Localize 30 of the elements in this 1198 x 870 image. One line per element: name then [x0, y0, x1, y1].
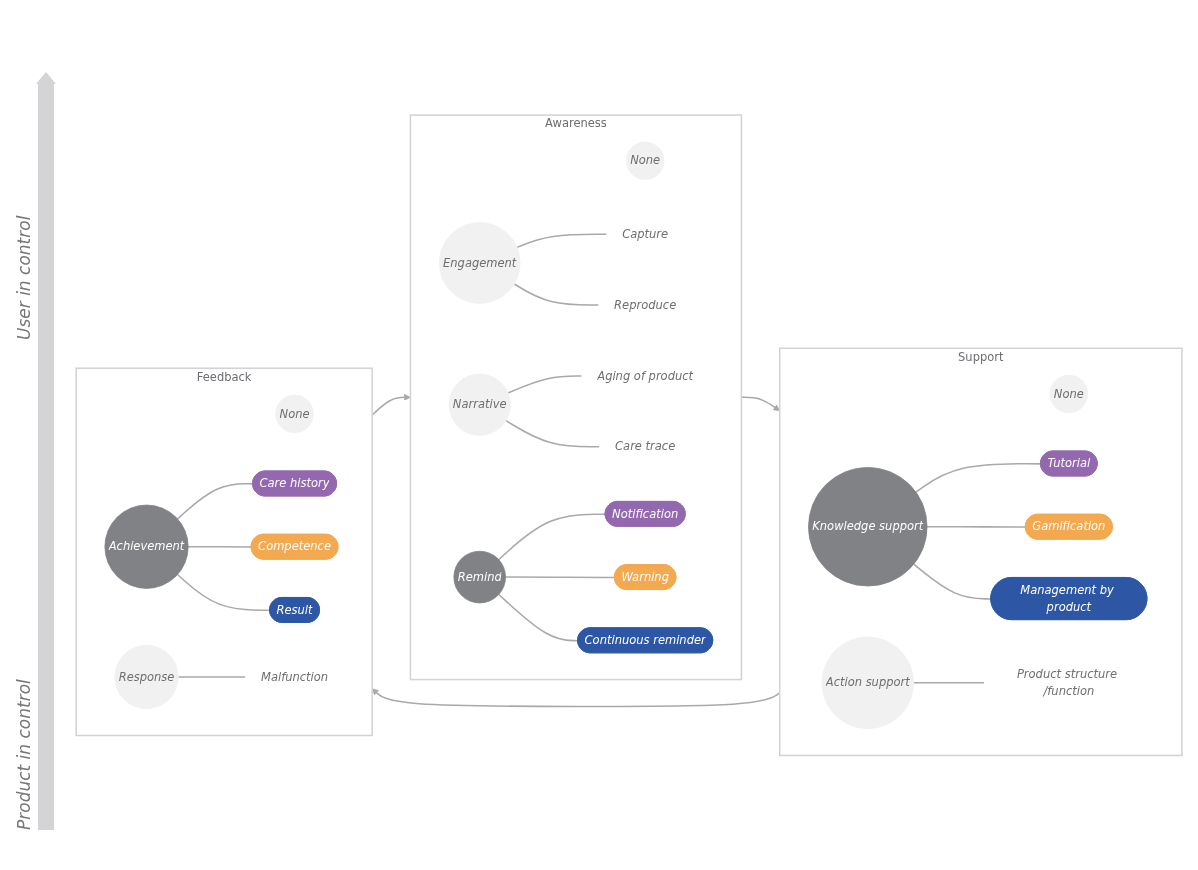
node-circle: Action support — [821, 636, 914, 729]
connector — [498, 513, 607, 561]
connector — [912, 563, 992, 600]
node-circle: Knowledge support — [808, 466, 928, 587]
node-text: Care trace — [615, 439, 676, 454]
connector — [504, 576, 616, 578]
connector — [507, 374, 583, 394]
connector — [516, 233, 608, 248]
connector — [177, 675, 247, 678]
node-circle: Narrative — [448, 373, 511, 436]
node-text: Capture — [622, 226, 669, 241]
node-text: Malfunction — [261, 669, 329, 684]
connector — [498, 593, 579, 642]
node-circle: Remind — [453, 550, 506, 603]
connector — [187, 545, 253, 548]
connector — [912, 681, 986, 684]
connector — [176, 482, 254, 520]
connector — [513, 282, 600, 306]
node-circle: Engagement — [438, 221, 521, 304]
node-text: Reproduce — [614, 297, 677, 312]
axis-label: Product in control — [14, 679, 34, 830]
connector — [926, 525, 1027, 528]
axis-label: User in control — [14, 215, 34, 340]
node-text: Aging of product — [597, 368, 694, 383]
connector — [505, 419, 601, 448]
node-circle: Achievement — [104, 504, 189, 589]
connector — [915, 462, 1042, 493]
node-circle: Response — [114, 644, 179, 709]
connector — [176, 573, 271, 611]
node-text: Product structure /function — [1016, 666, 1118, 698]
